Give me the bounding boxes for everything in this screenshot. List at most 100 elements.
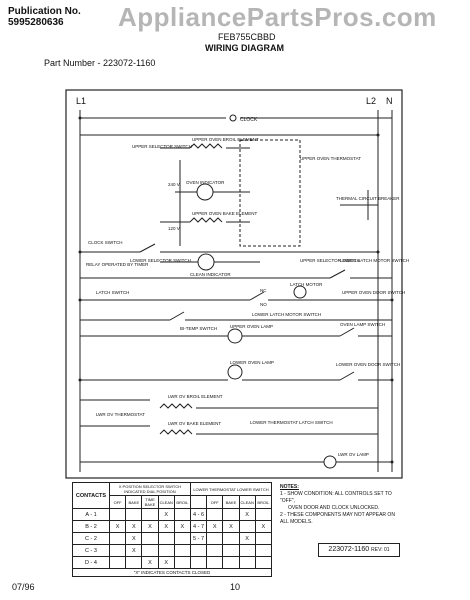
upper-door-switch-label: UPPER OVEN DOOR SWITCH (342, 290, 405, 295)
lower-oven-lamp-label: LOWER OVEN LAMP (230, 360, 274, 365)
contact-mark (141, 532, 159, 545)
group2-mark: X (238, 532, 256, 545)
contact-mark: X (157, 508, 175, 521)
group2-col-header: OFF (206, 495, 224, 509)
lower-selector-label: LOWER SELECTOR SWITCH (130, 258, 191, 263)
group2-mark (222, 544, 240, 557)
group2-row-label: 5 - 7 (189, 532, 208, 545)
group2-mark (206, 532, 224, 545)
group1-col-header: CLEAN (157, 495, 175, 509)
group1-col-header: BAKE (125, 495, 143, 509)
group2-mark (238, 544, 256, 557)
l1-label: L1 (76, 96, 86, 106)
group2-mark: X (222, 520, 240, 533)
group2-mark (238, 556, 256, 569)
group2-mark (238, 520, 256, 533)
lower-thermostat-latch-label: LOWER THERMOSTAT LATCH SWITCH (250, 420, 333, 425)
oven-indicator-label: OVEN INDICATOR (186, 180, 225, 185)
contacts-table: CONTACTS X POSITION SELECTOR SWITCH INDI… (72, 482, 273, 577)
contact-mark (173, 544, 191, 557)
volt-240-label: 240 V (168, 182, 180, 187)
nc-label: NC (260, 288, 267, 293)
contact-mark (157, 532, 175, 545)
group1-col-header: TIME BAKE (141, 495, 159, 509)
group1-col-header: BROIL (173, 495, 191, 509)
group2-mark (254, 508, 273, 521)
group2-mark (206, 508, 224, 521)
group1-col-header: OFF (108, 495, 127, 509)
contacts-footnote: "X" INDICATES CONTACTS CLOSED (72, 568, 272, 577)
lwr-thermostat-label: LWR OV THERMOSTAT (96, 412, 145, 417)
contact-mark (173, 508, 191, 521)
contact-mark (125, 508, 143, 521)
row-label: D - 4 (72, 556, 110, 569)
clock-label: CLOCK (240, 117, 258, 123)
relay-label: RELAY OPERATED BY TIMER (86, 262, 149, 267)
thermal-breaker-label: THERMAL CIRCUIT BREAKER (336, 196, 400, 201)
notes-line-3: 2 - THESE COMPONENTS MAY NOT APPEAR ON A… (280, 512, 395, 525)
contact-mark (108, 544, 127, 557)
row-label: C - 2 (72, 532, 110, 545)
notes-line-1: 1 - SHOW CONDITION: ALL CONTROLS SET TO … (280, 491, 392, 504)
contact-mark (173, 532, 191, 545)
group2-mark (206, 544, 224, 557)
contact-mark (108, 556, 127, 569)
lwr-ov-lamp-label: LWR OV LAMP (338, 452, 369, 457)
group2-col-header: BAKE (222, 495, 240, 509)
clock-switch-label: CLOCK SWITCH (88, 240, 123, 245)
footer-page: 10 (230, 582, 241, 592)
contact-mark: X (125, 544, 143, 557)
lower-latch-motor-label: LOWER LATCH MOTOR SWITCH (340, 258, 409, 263)
contact-mark: X (157, 520, 175, 533)
publication-number: 5995280636 (8, 17, 64, 28)
upper-selector-2-label: UPPER SELECTOR SWITCH (300, 258, 360, 263)
contact-mark: X (125, 520, 143, 533)
part-number-box: 223072-1160 REV: 01 (318, 543, 400, 557)
group2-mark (222, 532, 240, 545)
group2-col-header: BROIL (254, 495, 273, 509)
publication-header: Publication No. 5995280636 (8, 6, 81, 28)
table-row: C - 2 X 5 - 7 X (72, 532, 273, 545)
group2-row-header (189, 495, 208, 509)
group2-title: LOWER THERMOSTAT LOWER SWITCH (189, 482, 273, 496)
contact-mark: X (141, 556, 159, 569)
bi-temp-label: BI-TEMP SWITCH (180, 326, 217, 331)
contact-mark (141, 544, 159, 557)
lower-latch-motor-2-label: LOWER LATCH MOTOR SWITCH (252, 312, 321, 317)
group2-mark: X (254, 520, 273, 533)
group2-mark (254, 556, 273, 569)
contact-mark: X (157, 556, 175, 569)
row-label: B - 2 (72, 520, 110, 533)
contact-mark (108, 532, 127, 545)
watermark: AppliancePartsPros.com (118, 2, 437, 32)
clean-indicator-label: CLEAN INDICATOR (190, 272, 231, 277)
publication-label: Publication No. (8, 6, 81, 17)
n-label: N (386, 96, 393, 106)
contact-mark (141, 508, 159, 521)
latch-motor-label: LATCH MOTOR (290, 282, 323, 287)
contact-mark: X (108, 520, 127, 533)
page-title: WIRING DIAGRAM (205, 43, 284, 53)
contact-mark: X (125, 532, 143, 545)
contact-mark (173, 556, 191, 569)
volt-120-label: 120 V (168, 226, 180, 231)
lwr-broil-label: LWR OV BROIL ELEMENT (168, 394, 223, 399)
upper-bake-label: UPPER OVEN BAKE ELEMENT (192, 211, 258, 216)
notes-block: NOTES: 1 - SHOW CONDITION: ALL CONTROLS … (280, 484, 400, 526)
upper-oven-lamp-label: UPPER OVEN LAMP (230, 324, 273, 329)
upper-selector-label: UPPER SELECTOR SWITCH (132, 144, 192, 149)
part-number: Part Number - 223072-1160 (44, 58, 156, 68)
upper-thermostat-label: UPPER OVEN THERMOSTAT (300, 156, 361, 161)
no-label: NO (260, 302, 267, 307)
l2-label: L2 (366, 96, 376, 106)
part-box-number: 223072-1160 (328, 546, 370, 553)
contact-mark: X (141, 520, 159, 533)
group2-row-label: 4 - 7 (189, 520, 208, 533)
group2-mark: X (238, 508, 256, 521)
group2-row-label (189, 556, 208, 569)
group1-title: X POSITION SELECTOR SWITCH INDICATED DIA… (109, 482, 191, 496)
